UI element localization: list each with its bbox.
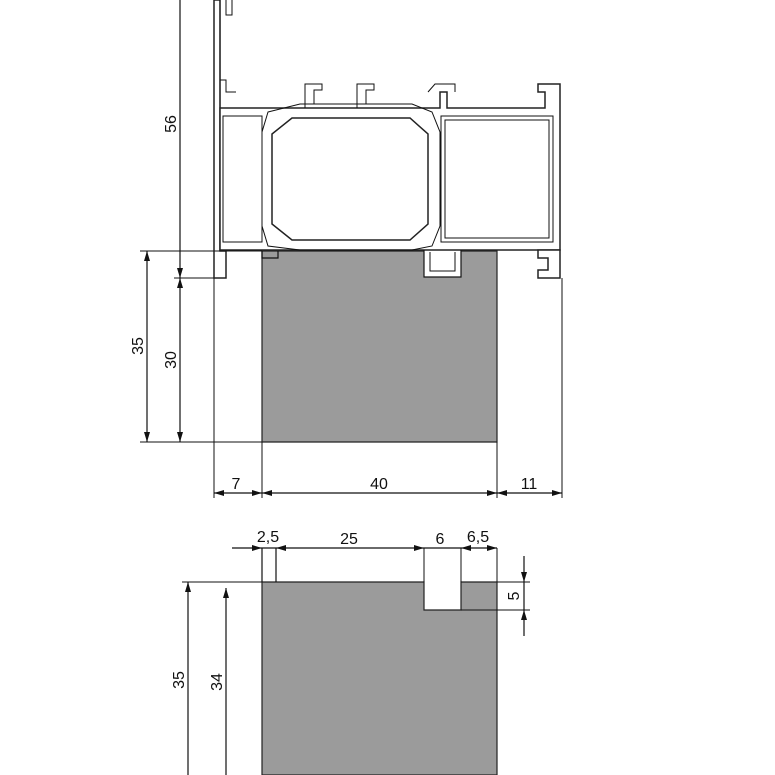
dim-34-label: 34 — [209, 673, 226, 691]
bottom-gray-insert — [261, 581, 498, 775]
dim-6-label: 6 — [436, 531, 445, 548]
dim-6-5-label: 6,5 — [467, 529, 489, 546]
dim-5-line — [461, 556, 530, 636]
dim-40-label: 40 — [370, 476, 388, 493]
dim-horizontal-top-line — [213, 278, 563, 498]
dim-56-line — [174, 0, 214, 279]
dim-5-label: 5 — [506, 591, 523, 600]
dim-30-line — [177, 278, 183, 442]
dim-horizontal-bottom-line — [232, 545, 498, 582]
dim-35-top-line — [140, 250, 262, 443]
top-view: 56 35 30 — [130, 0, 563, 498]
dim-56-label: 56 — [163, 115, 180, 133]
dim-11-label: 11 — [521, 476, 538, 493]
dim-25-label: 25 — [340, 531, 358, 548]
aluminium-profile — [213, 0, 561, 279]
dim-34-line — [223, 588, 229, 775]
top-gray-insert — [261, 250, 498, 443]
dim-35-bottom-line — [182, 581, 262, 775]
dim-35-bottom-label: 35 — [171, 671, 188, 689]
dim-7-label: 7 — [232, 476, 241, 493]
dim-30-label: 30 — [163, 351, 180, 369]
bottom-view: 2,5 25 6 6,5 5 35 34 — [171, 529, 530, 775]
dim-2-5-label: 2,5 — [257, 529, 279, 546]
dim-35-top-label: 35 — [130, 337, 147, 355]
